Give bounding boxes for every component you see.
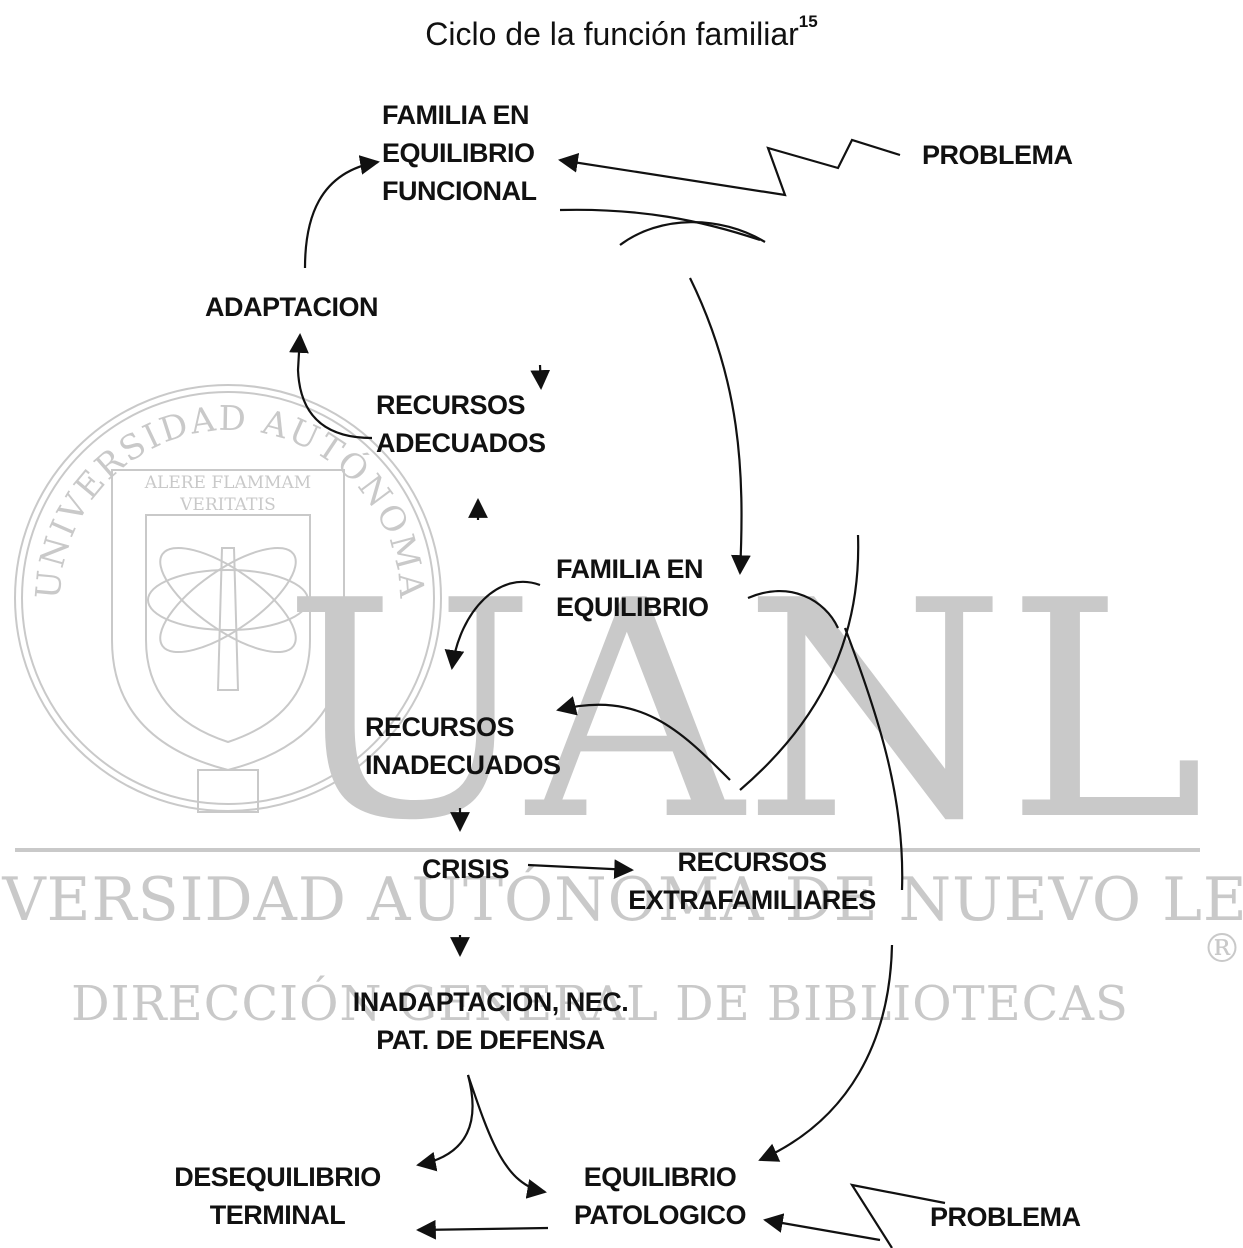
title-text: Ciclo de la función familiar [425,16,799,52]
functional-swoop-2 [619,221,766,246]
right-vertical-line [843,627,904,891]
node-recursos-adecuados: RECURSOS ADECUADOS [376,390,546,458]
equilibrium-to-inadequate-arrow [444,580,541,670]
node-familia-equilibrio: FAMILIA EN EQUILIBRIO [556,554,709,622]
adaptation-to-functional-arrow [303,155,380,269]
uanl-monogram: UANL [283,537,1205,886]
node-problema-bottom: PROBLEMA [930,1202,1081,1232]
node-problema-top: PROBLEMA [922,140,1073,170]
node-adaptacion: ADAPTACION [205,292,379,322]
node-inadaptacion: INADAPTACION, NEC. PAT. DE DEFENSA [352,987,629,1055]
adequate-to-adaptation-arrow [289,333,373,440]
torch-icon [216,547,240,691]
maladaptation-to-pathological-arrow [466,1074,547,1199]
functional-to-equilibrium-arrow [689,277,751,575]
node-desequilibrio-terminal: DESEQUILIBRIO TERMINAL [174,1162,381,1230]
library-direction: DIRECCIÓN GENERAL DE BIBLIOTECAS [71,974,1129,1032]
problem-bottom-arrow [763,1213,881,1242]
loop-to-inadequate-arrow [556,696,731,781]
title-footnote: 15 [798,12,818,31]
equilibrium-right-arc [747,590,839,629]
node-recursos-extrafamiliares: RECURSOS EXTRAFAMILIARES [628,847,876,915]
maladaptation-to-terminal-arrow [416,1074,474,1172]
right-loop-descent [739,534,860,791]
diagram-title: Ciclo de la función familiar15 [0,12,1243,53]
crisis-to-external-arrow [527,859,634,880]
problem-bottom-zigzag [849,1183,946,1248]
node-crisis: CRISIS [422,854,510,884]
node-recursos-inadecuados: RECURSOS INADECUADOS [365,712,561,780]
functional-swoop-1 [559,208,761,242]
registered-mark: ® [1202,926,1242,972]
adequate-small-arrow [530,364,551,390]
seal-motto-1: ALERE FLAMMAM [144,473,311,493]
node-familia-equilibrio-funcional: FAMILIA EN EQUILIBRIO FUNCIONAL [382,100,537,206]
external-to-pathological-arrow [758,944,894,1162]
problem-top-arrow [558,138,901,197]
seal-motto-2: VERITATIS [179,495,276,515]
pathological-to-terminal-arrow [416,1219,549,1240]
node-equilibrio-patologico: EQUILIBRIO PATOLOGICO [573,1162,747,1230]
